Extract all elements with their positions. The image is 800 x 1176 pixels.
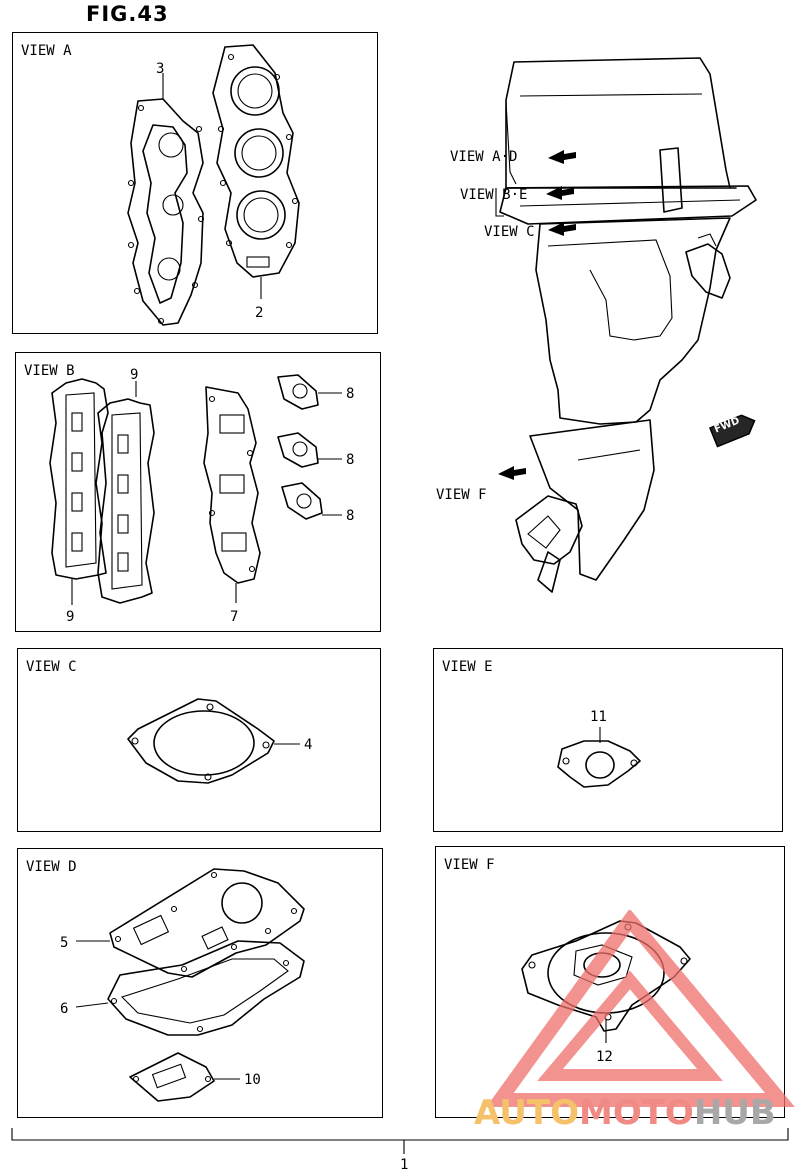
panel-view-d: VIEW D 5 6 10 — [17, 848, 383, 1118]
callout-10: 10 — [244, 1072, 261, 1088]
gasket-2 — [212, 44, 300, 299]
wordmark-moto: MOTO — [578, 1093, 694, 1133]
view-c-drawing: 4 — [127, 698, 312, 784]
figure-title: FIG.43 — [86, 2, 169, 26]
gasket-11 — [557, 727, 641, 788]
panel-label: VIEW D — [26, 859, 77, 875]
callout-8c: 8 — [346, 508, 354, 524]
panel-view-e: VIEW E 11 — [433, 648, 783, 832]
panel-view-c: VIEW C 4 — [17, 648, 381, 832]
panel-view-b: VIEW B 9 9 7 — [15, 352, 381, 632]
engine-label-view-be: VIEW B·E — [460, 187, 528, 203]
panel-label: VIEW B — [24, 363, 75, 379]
view-e-drawing: 11 — [557, 709, 641, 788]
callout-11: 11 — [590, 709, 607, 725]
callout-9b: 9 — [130, 367, 138, 383]
callout-12: 12 — [596, 1049, 613, 1065]
gasket-4 — [127, 698, 300, 784]
callout-8b: 8 — [346, 452, 354, 468]
panel-label: VIEW E — [442, 659, 493, 675]
wordmark-auto: AUTO — [474, 1093, 579, 1133]
gasket-7 — [203, 386, 261, 603]
view-d-drawing: 5 6 10 — [60, 868, 305, 1102]
gasket-9-left — [49, 378, 109, 605]
view-f-drawing: 12 — [521, 920, 691, 1065]
outboard-motor — [495, 57, 757, 593]
engine-label-view-c: VIEW C — [484, 224, 535, 240]
panel-label: VIEW F — [444, 857, 495, 873]
callout-5: 5 — [60, 935, 68, 951]
callout-8a: 8 — [346, 386, 354, 402]
callout-7: 7 — [230, 609, 238, 625]
callout-2: 2 — [255, 305, 263, 321]
gasket-8-2 — [277, 432, 342, 468]
engine-illustration — [495, 57, 757, 593]
gasket-3 — [127, 73, 205, 326]
engine-label-view-f: VIEW F — [436, 487, 487, 503]
panel-view-f: VIEW F 12 — [435, 846, 785, 1118]
view-b-drawing: 9 9 7 8 8 — [49, 367, 354, 625]
view-a-drawing: 3 2 — [127, 44, 300, 326]
gasket-8-1 — [277, 374, 342, 410]
callout-1: 1 — [400, 1157, 409, 1173]
engine-label-view-ad: VIEW A·D — [450, 149, 518, 165]
callout-4: 4 — [304, 737, 312, 753]
gasket-9-right — [95, 381, 155, 604]
automotohub-wordmark: AUTOMOTOHUB — [474, 1093, 776, 1133]
panel-view-a: VIEW A 3 — [12, 32, 378, 334]
gasket-10 — [129, 1052, 240, 1102]
callout-3: 3 — [156, 61, 164, 77]
wordmark-hub: HUB — [693, 1093, 776, 1133]
callout-6: 6 — [60, 1001, 68, 1017]
callout-9a: 9 — [66, 609, 74, 625]
gasket-8-3 — [281, 482, 342, 520]
set-bracket — [11, 1128, 789, 1154]
gasket-12 — [521, 920, 691, 1043]
panel-label: VIEW A — [21, 43, 72, 59]
panel-label: VIEW C — [26, 659, 77, 675]
gasket-6 — [75, 940, 305, 1036]
